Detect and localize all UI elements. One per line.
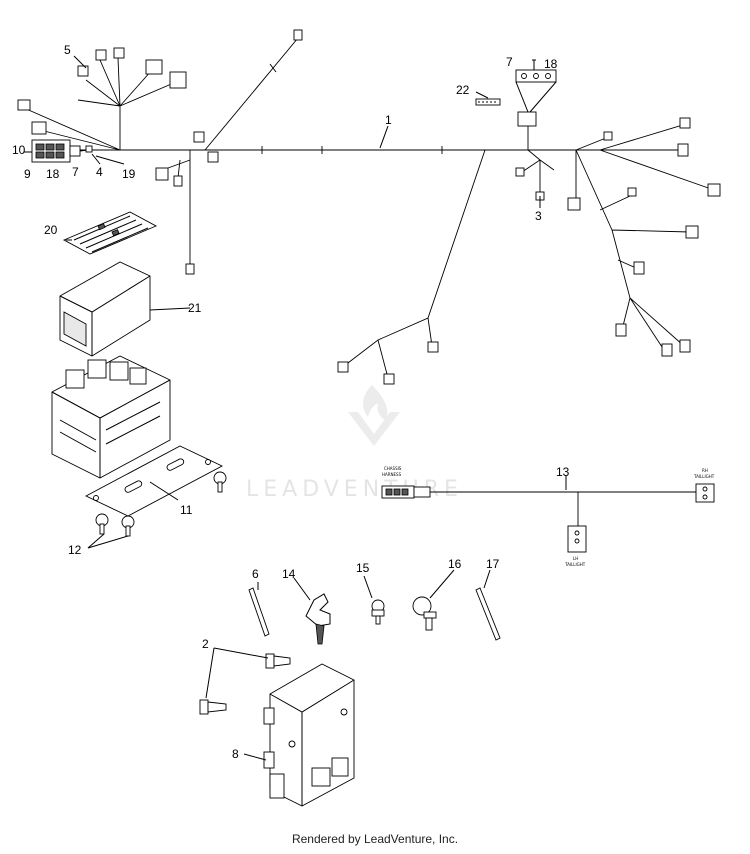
harness-tag-drop-top: LH bbox=[573, 556, 578, 561]
fuse-relay-block bbox=[51, 355, 171, 479]
callout-21: 21 bbox=[188, 301, 202, 315]
callout-14: 14 bbox=[282, 567, 296, 581]
connector bbox=[679, 117, 691, 129]
callout-7a: 7 bbox=[72, 165, 79, 179]
connector bbox=[185, 263, 195, 275]
connector bbox=[603, 131, 613, 141]
callout-18b: 18 bbox=[544, 57, 558, 71]
cable-clamp-large bbox=[412, 596, 437, 631]
connector bbox=[615, 323, 627, 337]
wire-clip bbox=[305, 593, 331, 645]
callout-8: 8 bbox=[232, 747, 239, 761]
connector bbox=[707, 183, 721, 197]
connector bbox=[77, 65, 89, 77]
callout-11: 11 bbox=[180, 503, 193, 517]
watermark-flame-icon bbox=[363, 385, 388, 421]
connector bbox=[193, 131, 205, 143]
callout-18a: 18 bbox=[46, 167, 60, 181]
callout-4: 4 bbox=[96, 165, 103, 179]
harness-tag-left-top: CHASSIS bbox=[384, 466, 402, 471]
connector bbox=[145, 59, 163, 75]
callout-22: 22 bbox=[456, 83, 470, 97]
connector bbox=[173, 175, 183, 187]
callout-15: 15 bbox=[356, 561, 370, 575]
callout-6: 6 bbox=[252, 567, 259, 581]
leadventure-watermark: LEADVENTURE bbox=[246, 385, 458, 502]
connector bbox=[427, 341, 439, 353]
mounting-screws bbox=[95, 471, 227, 537]
cable-tie-short bbox=[475, 587, 501, 641]
inline-connector-assembly bbox=[475, 59, 557, 113]
watermark-v-icon bbox=[348, 412, 400, 446]
callout-20: 20 bbox=[44, 223, 58, 237]
fuse-connector-block bbox=[31, 139, 93, 163]
leader-lines bbox=[24, 55, 567, 761]
connector bbox=[677, 143, 689, 157]
callout-1: 1 bbox=[385, 113, 392, 127]
connector bbox=[685, 225, 699, 239]
callout-7b: 7 bbox=[506, 55, 513, 69]
cable-clamp-small bbox=[371, 599, 385, 625]
connector bbox=[567, 197, 581, 211]
connector bbox=[169, 71, 187, 89]
harness-tag-right-bottom: TAILLIGHT bbox=[693, 474, 715, 479]
mounting-bracket-plate bbox=[84, 445, 224, 517]
fuse-box-cover bbox=[59, 261, 151, 357]
connector bbox=[383, 373, 395, 385]
connector bbox=[679, 339, 691, 353]
footer-credit: Rendered by LeadVenture, Inc. bbox=[291, 832, 459, 846]
harness-tag-left-bottom: HARNESS bbox=[382, 472, 402, 477]
connector bbox=[633, 261, 645, 275]
connector bbox=[155, 167, 169, 181]
taillight-harness: CHASSIS HARNESS RH TAILLIGHT LH TAILLIGH… bbox=[381, 466, 715, 567]
callout-16: 16 bbox=[448, 557, 462, 571]
callout-2: 2 bbox=[202, 637, 209, 651]
connector bbox=[31, 121, 47, 135]
connector bbox=[207, 151, 219, 163]
callout-10: 10 bbox=[12, 143, 26, 157]
harness-tag-right-top: RH bbox=[702, 468, 708, 473]
control-module bbox=[263, 663, 355, 807]
connector bbox=[627, 187, 637, 197]
callout-numbers: 1 2 3 4 5 6 7 7 8 9 10 11 12 13 14 15 16… bbox=[12, 43, 570, 761]
callout-12: 12 bbox=[68, 543, 82, 557]
connector bbox=[337, 361, 349, 373]
callout-13: 13 bbox=[556, 465, 570, 479]
harness-tag-drop-bottom: TAILLIGHT bbox=[564, 562, 586, 567]
callout-19: 19 bbox=[122, 167, 136, 181]
connector bbox=[113, 47, 125, 59]
callout-9: 9 bbox=[24, 167, 31, 181]
connector bbox=[293, 29, 303, 41]
connector bbox=[661, 343, 673, 357]
connector bbox=[17, 99, 31, 111]
connector bbox=[517, 111, 537, 127]
fuse-label-decal bbox=[62, 211, 158, 255]
module-screws bbox=[199, 653, 291, 715]
connector bbox=[95, 49, 107, 61]
callout-17: 17 bbox=[486, 557, 500, 571]
cable-tie-long bbox=[248, 587, 270, 637]
callout-3: 3 bbox=[535, 209, 542, 223]
connector bbox=[515, 167, 525, 177]
callout-5: 5 bbox=[64, 43, 71, 57]
